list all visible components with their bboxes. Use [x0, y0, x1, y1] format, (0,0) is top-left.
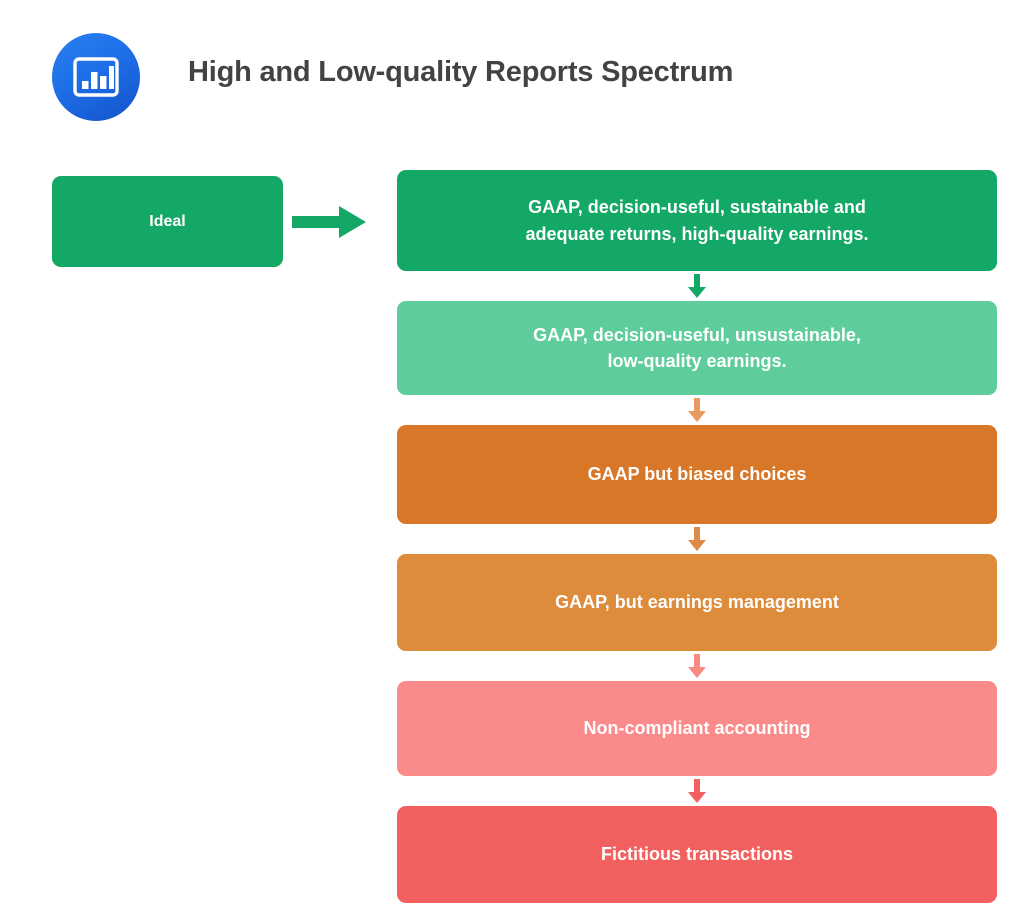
spectrum-step-3: GAAP but biased choices: [397, 425, 997, 524]
logo-badge: [52, 33, 140, 121]
arrow-down-icon: [688, 527, 706, 551]
ideal-label: Ideal: [149, 212, 186, 230]
arrow-down-icon: [688, 779, 706, 803]
bar-chart-icon: [73, 57, 119, 97]
spectrum-step-2: GAAP, decision-useful, unsustainable, lo…: [397, 301, 997, 395]
arrow-down-icon: [688, 398, 706, 422]
spectrum-step-6: Fictitious transactions: [397, 806, 997, 903]
arrow-down-icon: [688, 274, 706, 298]
connector-2: [397, 395, 997, 425]
spectrum-step-5: Non-compliant accounting: [397, 681, 997, 776]
spectrum-step-label: GAAP but biased choices: [587, 464, 807, 485]
connector-1: [397, 271, 997, 301]
ideal-box: Ideal: [52, 176, 283, 267]
connector-3: [397, 524, 997, 554]
connector-4: [397, 651, 997, 681]
spectrum-step-1: GAAP, decision-useful, sustainable and a…: [397, 170, 997, 271]
page-title: High and Low-quality Reports Spectrum: [188, 56, 734, 88]
spectrum-step-label: GAAP, but earnings management: [555, 592, 839, 613]
spectrum-stack: GAAP, decision-useful, sustainable and a…: [397, 170, 997, 903]
spectrum-step-label: Non-compliant accounting: [583, 718, 811, 739]
spectrum-step-label: GAAP, decision-useful, sustainable and a…: [525, 197, 869, 244]
connector-5: [397, 776, 997, 806]
page-header: High and Low-quality Reports Spectrum: [0, 0, 1024, 150]
spectrum-step-4: GAAP, but earnings management: [397, 554, 997, 651]
arrow-down-icon: [688, 654, 706, 678]
spectrum-step-label: Fictitious transactions: [600, 844, 794, 865]
spectrum-step-label: GAAP, decision-useful, unsustainable, lo…: [533, 324, 861, 371]
arrow-right-icon: [292, 206, 366, 238]
